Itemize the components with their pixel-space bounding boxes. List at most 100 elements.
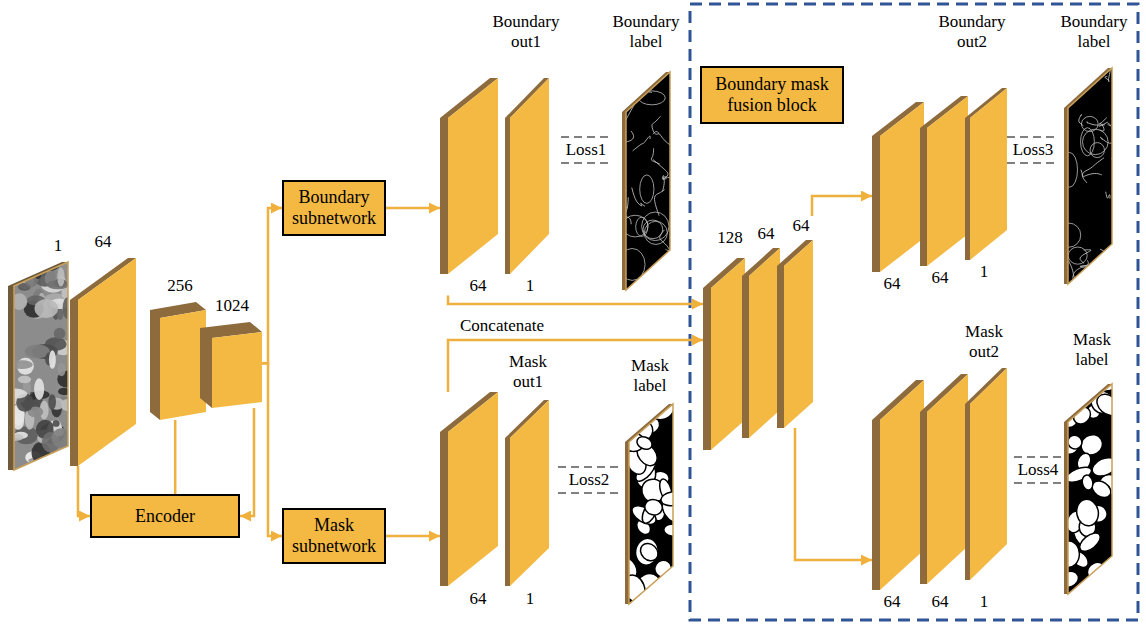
- rock-texture: [37, 260, 59, 271]
- output-label: Boundary label: [1059, 12, 1129, 51]
- rock-texture: [35, 299, 58, 318]
- layer-shape: [8, 262, 68, 470]
- channel-count: 1: [520, 589, 540, 609]
- image-content: [5, 260, 79, 472]
- image-face: [626, 72, 670, 290]
- boundary-trace: [1081, 116, 1098, 131]
- layer-side: [440, 392, 498, 586]
- boundary-trace: [1084, 267, 1089, 293]
- layer-face: [880, 102, 924, 272]
- rock-texture: [5, 389, 27, 399]
- fusion-region: [690, 4, 1138, 620]
- boundary-trace: [621, 131, 634, 150]
- channel-count: 1: [520, 276, 540, 296]
- module-label: Encoder: [135, 506, 195, 527]
- feature-map: Mask out11: [498, 352, 558, 609]
- mask-blob: [1089, 571, 1115, 598]
- boundary-trace: [1068, 247, 1087, 264]
- channel-count: 64: [751, 224, 781, 244]
- layer-shape: [920, 96, 968, 266]
- mask-blob: [1074, 497, 1100, 527]
- flow-arrow: [448, 296, 703, 304]
- boundary-trace: [636, 217, 648, 236]
- flow-arrow: [386, 535, 440, 538]
- image-content: [619, 394, 686, 605]
- layer-face: [510, 78, 549, 274]
- mask-label-image: Mask label: [1062, 330, 1122, 594]
- mask-blob: [646, 394, 676, 421]
- module-box: Boundary subnetwork: [282, 180, 386, 236]
- layer-side: [200, 322, 262, 408]
- mask-blob: [1072, 380, 1099, 406]
- boundary-trace: [632, 188, 645, 207]
- flow-arrow: [812, 196, 872, 216]
- layer-side: [703, 258, 745, 450]
- edge-label: Loss1: [564, 140, 609, 160]
- output-label: Boundary label: [611, 12, 681, 51]
- channel-count: 64: [786, 216, 816, 236]
- layer-side: [920, 96, 968, 266]
- layer-side: [440, 78, 498, 274]
- edge-label: Loss3: [1011, 140, 1056, 160]
- feature-map: 64: [872, 380, 924, 612]
- mask-blob: [1070, 378, 1084, 397]
- channel-count: 1: [48, 236, 68, 256]
- layer-shape: [872, 102, 924, 272]
- feature-map: 64: [742, 224, 781, 438]
- rock-texture: [18, 376, 31, 384]
- layer-shape: [505, 78, 549, 274]
- channel-count: 256: [160, 276, 200, 296]
- layer-face: [711, 258, 745, 450]
- layer-shape: [505, 400, 549, 586]
- channel-count: 1: [974, 592, 994, 612]
- mask-blob: [635, 434, 654, 451]
- mask-blob: [621, 404, 644, 422]
- mask-blob: [1089, 454, 1119, 480]
- layer-shape: [625, 404, 673, 604]
- channel-count: 64: [463, 276, 493, 296]
- edge-label: Loss2: [567, 470, 612, 490]
- module-box: Encoder: [90, 494, 240, 538]
- channel-count: 128: [710, 228, 750, 248]
- loss-link: [1007, 137, 1059, 163]
- mask-blob: [643, 498, 664, 517]
- module-box: Mask subnetwork: [282, 508, 386, 564]
- image-content: [1056, 375, 1123, 598]
- layer-face: [880, 380, 924, 590]
- boundary-trace: [663, 177, 667, 192]
- mask-blob: [1070, 404, 1094, 428]
- layer-shape: [150, 302, 206, 420]
- layer-face: [784, 240, 813, 428]
- flow-arrow: [262, 208, 282, 363]
- output-label: Boundary out1: [491, 12, 561, 51]
- layer-shape: [703, 258, 745, 450]
- boundary-label-image: Boundary label: [1059, 12, 1129, 284]
- channel-count: 64: [88, 232, 118, 252]
- layer-side: [505, 400, 549, 586]
- layer-side: [777, 240, 813, 428]
- layer-shape: [965, 88, 1007, 260]
- layer-face: [927, 374, 968, 584]
- boundary-trace: [1082, 158, 1104, 183]
- rock-texture: [48, 394, 56, 410]
- layer-side: [872, 102, 924, 272]
- boundary-trace: [1099, 122, 1111, 126]
- boundary-trace: [1080, 250, 1091, 263]
- boundary-trace: [1100, 136, 1126, 143]
- layer-side: [1064, 68, 1112, 284]
- boundary-trace: [642, 212, 669, 241]
- rock-texture: [49, 350, 56, 369]
- layer-shape: [965, 368, 1007, 580]
- boundary-trace: [1106, 192, 1110, 199]
- layer-face: [927, 96, 968, 266]
- channel-count: 64: [925, 268, 955, 288]
- output-label: Mask label: [1062, 330, 1122, 369]
- layer-face: [448, 392, 498, 586]
- output-label: Mask out2: [954, 322, 1014, 361]
- image-face: [1068, 68, 1112, 284]
- boundary-trace: [640, 175, 654, 203]
- layer-shape: [1064, 384, 1112, 594]
- image-frame: [1068, 68, 1112, 284]
- layer-shape: [200, 322, 262, 408]
- layer-side: [622, 72, 670, 290]
